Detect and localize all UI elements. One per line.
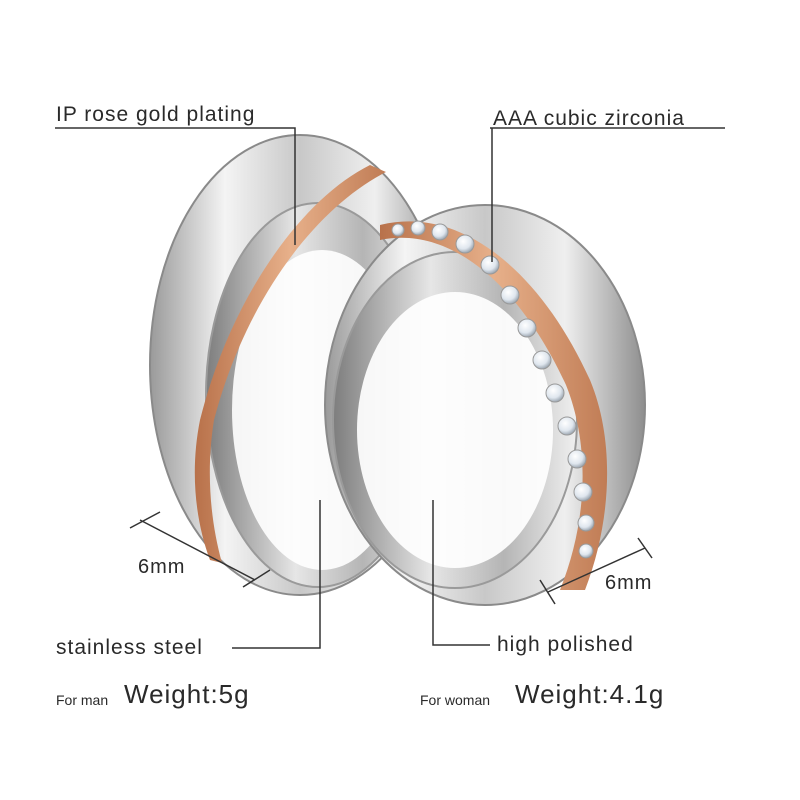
plating-leader [55,127,296,245]
zirconia-stones [391,220,595,559]
polished-leader [432,500,490,646]
woman-prefix: For woman [420,692,491,708]
man-dimension-tick-b [242,569,271,588]
polished-label: high polished [497,633,634,656]
zirconia-channel [380,221,608,590]
woman-width-label: 6mm [605,572,653,594]
woman-dimension-tick-a [539,579,556,605]
man-width-label: 6mm [138,556,186,578]
plating-label: IP rose gold plating [56,103,256,126]
man-prefix: For man [56,692,109,708]
zirconia-label: AAA cubic zirconia [493,107,685,130]
woman-dimension-tick-b [637,537,653,559]
woman-dimension-line [547,547,646,593]
rose-gold-band [194,165,386,563]
steel-leader [232,500,321,649]
woman-weight: Weight:4.1g [515,679,665,709]
woman-ring [324,204,646,606]
callout-lines [55,127,725,649]
man-weight: Weight:5g [124,679,250,709]
man-dimension-line [139,519,256,581]
man-dimension-tick-a [129,511,161,529]
steel-label: stainless steel [56,636,203,659]
